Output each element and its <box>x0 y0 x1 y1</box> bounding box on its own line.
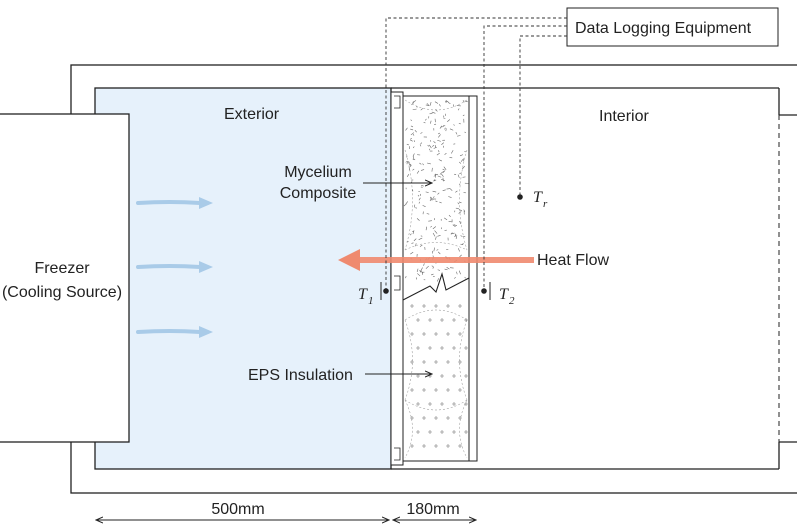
dim-wall-label: 180mm <box>406 501 459 518</box>
mycelium-label-line2: Composite <box>280 185 357 202</box>
wall-core <box>402 95 470 462</box>
sensor-t2-symbol: T <box>499 286 509 303</box>
sensor-t1-sub: 1 <box>368 295 374 307</box>
sensor-tr-symbol: T <box>533 189 543 206</box>
wall-right-facing <box>468 95 478 462</box>
data-logging-box <box>566 7 779 47</box>
wire-t2 <box>483 25 567 290</box>
heat-flow-arrow <box>338 249 534 271</box>
mycelium-label-line1: Mycelium <box>284 164 352 181</box>
wall-left-clips <box>394 95 401 461</box>
mycelium-texture <box>403 99 469 282</box>
sensor-t1: T 1 <box>358 282 389 307</box>
data-logging-label: Data Logging Equipment <box>575 20 752 37</box>
wall-assembly <box>390 91 478 466</box>
exterior-chamber <box>94 87 392 470</box>
interior-label: Interior <box>599 108 649 125</box>
eps-label: EPS Insulation <box>248 367 353 384</box>
wire-tr <box>519 35 567 195</box>
cold-airflow-arrows <box>136 197 213 338</box>
sensor-t2-sub: 2 <box>509 295 515 307</box>
sensor-t2: T 2 <box>481 282 515 307</box>
dim-exterior-label: 500mm <box>211 501 264 518</box>
freezer-label-line1: Freezer <box>34 260 90 277</box>
wall-left-facing <box>390 91 404 466</box>
exterior-label: Exterior <box>224 106 280 123</box>
sensor-tr: T r <box>517 189 548 210</box>
cold-arrow <box>136 326 213 338</box>
eps-texture <box>404 304 468 459</box>
cold-arrow <box>136 261 213 273</box>
mycelium-eps-boundary <box>402 272 470 301</box>
sensor-tr-sub: r <box>543 198 548 210</box>
heat-flow-label: Heat Flow <box>537 252 609 269</box>
cold-arrow <box>136 197 213 209</box>
sensor-t1-symbol: T <box>358 286 368 303</box>
freezer-label-line2: (Cooling Source) <box>2 284 122 301</box>
freezer-box <box>0 113 130 443</box>
sensor-wires <box>385 17 567 290</box>
interior-chamber <box>391 87 779 470</box>
